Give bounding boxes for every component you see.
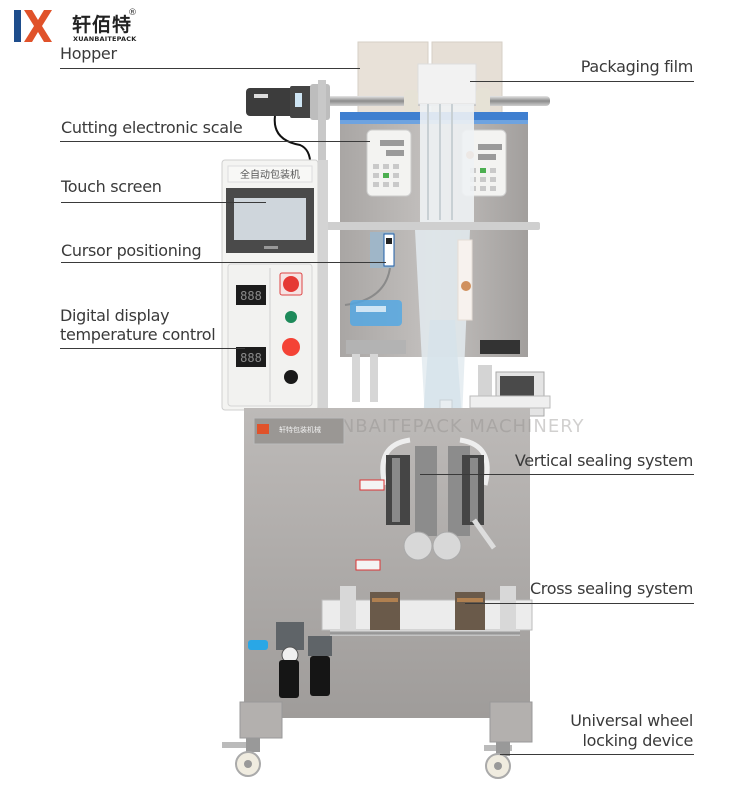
vertical-sealing-system-part [380,437,497,561]
leader-line-cutting-electronic-scale [60,141,370,142]
nameplate: 轩特包装机械 [253,417,345,445]
hopper-part [357,41,503,118]
label-cursor-positioning: Cursor positioning [61,241,202,260]
leader-line-universal-wheel [500,754,694,755]
start-stop-button-icon [285,311,297,323]
universal-wheel-right [484,701,533,779]
packaging-film-roll [404,63,490,224]
cross-sealing-system-part [321,586,533,636]
watermark-text: XUANBAITEPACK MACHINERY [300,416,585,437]
leader-line-vertical-sealing-system [420,474,694,475]
label-universal-wheel-line2: locking device [582,731,694,750]
universal-wheel-left [222,701,283,777]
label-digital-display-line2: temperature control [60,325,216,344]
temperature-display-2: 888 [240,351,262,365]
power-switch-icon [283,276,299,292]
nameplate-text: 轩特包装机械 [279,425,321,434]
air-filter-regulator [248,622,332,698]
leader-line-touch-screen [61,202,266,203]
label-digital-display-line1: Digital display [60,306,170,325]
jog-button-icon [284,370,298,384]
leader-line-packaging-film [470,81,694,82]
label-vertical-sealing-system: Vertical sealing system [514,451,693,470]
registered-mark: ® [128,8,137,18]
electronic-scale-keypad-right [461,129,507,197]
control-panel: 全自动包装机 888 888 [221,159,319,411]
label-packaging-film: Packaging film [580,57,694,76]
leader-line-cross-sealing-system [465,603,694,604]
cursor-positioning-sensor [344,232,395,306]
leader-line-digital-display [60,348,245,349]
label-universal-wheel-line1: Universal wheel [570,711,693,730]
label-cutting-electronic-scale: Cutting electronic scale [61,118,243,137]
label-cross-sealing-system: Cross sealing system [529,579,693,598]
emergency-stop-button-icon [282,338,300,356]
electronic-scale-keypad-left [366,129,412,197]
brand-name-en: XUANBAITEPACK [73,35,137,43]
brand-logo: 轩佰特 XUANBAITEPACK ® [14,8,164,44]
brand-name-cn: 轩佰特 [72,14,133,36]
label-hopper: Hopper [60,44,117,63]
temperature-display-1: 888 [240,289,262,303]
leader-line-hopper [60,68,360,69]
leader-line-cursor-positioning [61,262,386,263]
touch-screen-device [226,188,314,253]
brand-logo-mark-icon [14,10,52,42]
panel-title: 全自动包装机 [240,168,300,181]
label-touch-screen: Touch screen [61,177,162,196]
cutting-motor [246,80,330,171]
